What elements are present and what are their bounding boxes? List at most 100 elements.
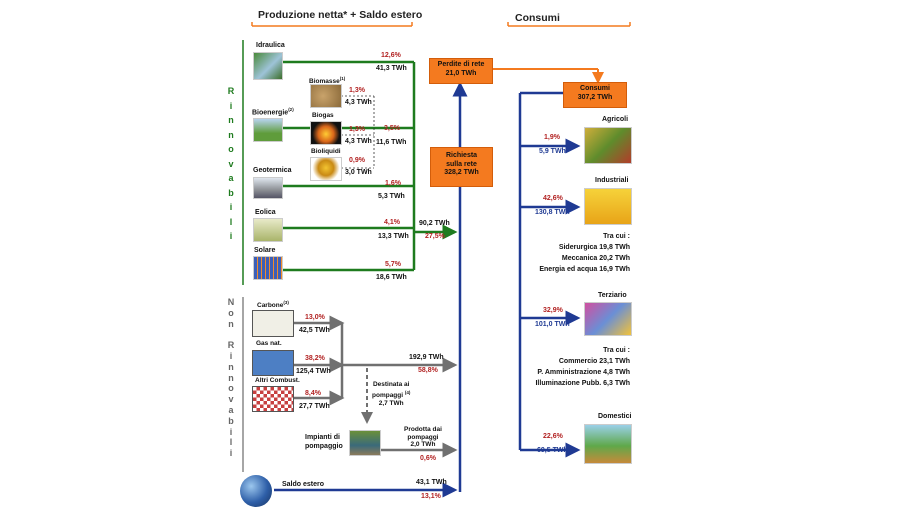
- renewables-vertical-letter: v: [228, 158, 234, 169]
- bioliquidi-label: Bioliquidi: [311, 148, 341, 155]
- bioenergy-plant-icon: [253, 118, 283, 142]
- biogas-pct: 1,3%: [349, 126, 365, 133]
- wind-turbine-icon: [253, 218, 283, 242]
- bioenergie-pct: 3,5%: [384, 125, 400, 132]
- bioenergie-label: Bioenergie(2): [252, 107, 294, 117]
- saldo-label: Saldo estero: [282, 481, 325, 488]
- eolica-value: 13,3 TWh: [378, 233, 409, 240]
- terziario-value: 101,0 TWh: [535, 321, 570, 328]
- renewables-vertical-letter: n: [228, 129, 234, 140]
- agricoli-pct: 1,9%: [544, 134, 560, 141]
- biomasse-label: Biomasse(1): [309, 76, 346, 86]
- domestici-value: 69,5 TWh: [537, 447, 568, 454]
- gas-pct: 38,2%: [305, 355, 325, 362]
- idraulica-label: Idraulica: [256, 42, 285, 49]
- solare-pct: 5,7%: [385, 261, 401, 268]
- renewables-total-value: 90,2 TWh: [419, 220, 450, 227]
- eolica-label: Eolica: [255, 209, 276, 216]
- terziario-breakdown: Tra cui : Commercio 23,1 TWh P. Amminist…: [535, 347, 630, 387]
- non-renewables-vertical-letter: n: [228, 318, 234, 329]
- pumping-produced-pct: 0,6%: [420, 455, 436, 462]
- renewables-vertical-letter: R: [227, 86, 235, 96]
- bioliquidi-pct: 0,9%: [349, 157, 365, 164]
- non-renewables-vertical-letter: n: [228, 361, 234, 372]
- biomasse-value: 4,3 TWh: [345, 99, 372, 106]
- non-renewables-total-value: 192,9 TWh: [409, 354, 444, 361]
- geotermica-value: 5,3 TWh: [378, 193, 405, 200]
- biogas-flame-icon: [310, 121, 342, 145]
- household-icon: [584, 424, 632, 464]
- agricoli-value: 5,9 TWh: [539, 148, 566, 155]
- geotermica-label: Geotermica: [253, 167, 292, 174]
- pumping-plant-icon: [349, 430, 381, 456]
- bioliquidi-value: 3,0 TWh: [345, 169, 372, 176]
- non-renewables-vertical-letter: b: [228, 415, 234, 426]
- non-renewables-vertical-letter: i: [229, 448, 233, 459]
- industriali-label: Industriali: [595, 177, 629, 184]
- renewables-vertical-letter: o: [228, 144, 234, 154]
- renewables-vertical-letter: i: [229, 202, 233, 212]
- non-renewables-vertical-letter: a: [228, 404, 234, 415]
- renewables-vertical-letter: i: [229, 100, 233, 111]
- renewables-vertical-letter: i: [229, 231, 233, 241]
- biomass-icon: [310, 84, 342, 108]
- dam-icon: [253, 52, 283, 80]
- idraulica-value: 41,3 TWh: [376, 65, 407, 72]
- bioenergie-value: 11,6 TWh: [376, 139, 407, 146]
- pumping-produced-label: Prodotta dai pompaggi 2,0 TWh: [404, 426, 442, 448]
- domestici-pct: 22,6%: [543, 433, 563, 440]
- services-icon: [584, 302, 632, 336]
- saldo-pct: 13,1%: [421, 493, 441, 500]
- renewables-total-pct: 27,5%: [425, 233, 445, 240]
- agriculture-icon: [584, 127, 632, 164]
- non-renewables-vertical-letter: o: [228, 307, 234, 318]
- consumption-total-box: Consumi 307,2 TWh: [563, 82, 627, 108]
- non-renewables-vertical-letter: R: [227, 340, 235, 351]
- carbone-label: Carbone(3): [257, 300, 289, 310]
- terziario-pct: 32,9%: [543, 307, 563, 314]
- globe-icon: [240, 475, 272, 507]
- non-renewables-vertical-letter: i: [229, 350, 233, 361]
- idraulica-pct: 12,6%: [381, 52, 401, 59]
- pumping-plants-label: Impianti di pompaggio: [305, 434, 343, 450]
- non-renewables-vertical-letter: l: [229, 437, 233, 448]
- coal-legend-box: [252, 310, 294, 337]
- carbone-value: 42,5 TWh: [299, 327, 330, 334]
- geotermica-pct: 1,6%: [385, 180, 401, 187]
- production-title: Produzione netta* + Saldo estero: [258, 9, 423, 21]
- renewables-vertical-letter: b: [228, 187, 234, 198]
- industriali-value: 130,8 TWh: [535, 209, 570, 216]
- eolica-pct: 4,1%: [384, 219, 400, 226]
- non-renewables-vertical-letter: [225, 329, 237, 340]
- factory-icon: [584, 188, 632, 225]
- biogas-value: 4,3 TWh: [345, 138, 372, 145]
- pumping-destination-label: Destinata ai pompaggi (4) 2,7 TWh: [372, 381, 411, 408]
- biogas-label: Biogas: [312, 112, 334, 119]
- non-renewables-total-pct: 58,8%: [418, 367, 438, 374]
- biomasse-pct: 1,3%: [349, 87, 365, 94]
- altri-value: 27,7 TWh: [299, 403, 330, 410]
- non-renewables-vertical-letter: o: [228, 383, 234, 394]
- industriali-breakdown: Tra cui : Siderurgica 19,8 TWh Meccanica…: [539, 233, 630, 273]
- terziario-label: Terziario: [598, 292, 627, 299]
- grid-losses-box: Perdite di rete 21,0 TWh: [429, 58, 493, 84]
- saldo-value: 43,1 TWh: [416, 479, 447, 486]
- domestici-label: Domestici: [598, 413, 632, 420]
- renewables-vertical-letter: l: [229, 216, 233, 227]
- non-renewables-vertical-letter: N: [227, 297, 235, 307]
- gas-label: Gas nat.: [256, 340, 282, 347]
- non-renewables-vertical-letter: v: [228, 394, 234, 405]
- renewables-vertical-letter: a: [228, 173, 234, 183]
- non-renewables-vertical-letter: n: [228, 372, 234, 383]
- solare-label: Solare: [254, 247, 276, 254]
- altri-pct: 8,4%: [305, 390, 321, 397]
- gas-value: 125,4 TWh: [296, 368, 331, 375]
- bioliquid-funnel-icon: [310, 157, 342, 181]
- consumption-title: Consumi: [515, 12, 560, 24]
- agricoli-label: Agricoli: [602, 116, 629, 123]
- grid-demand-box: Richiesta sulla rete 328,2 TWh: [430, 147, 493, 187]
- altri-label: Altri Combust.: [255, 377, 300, 384]
